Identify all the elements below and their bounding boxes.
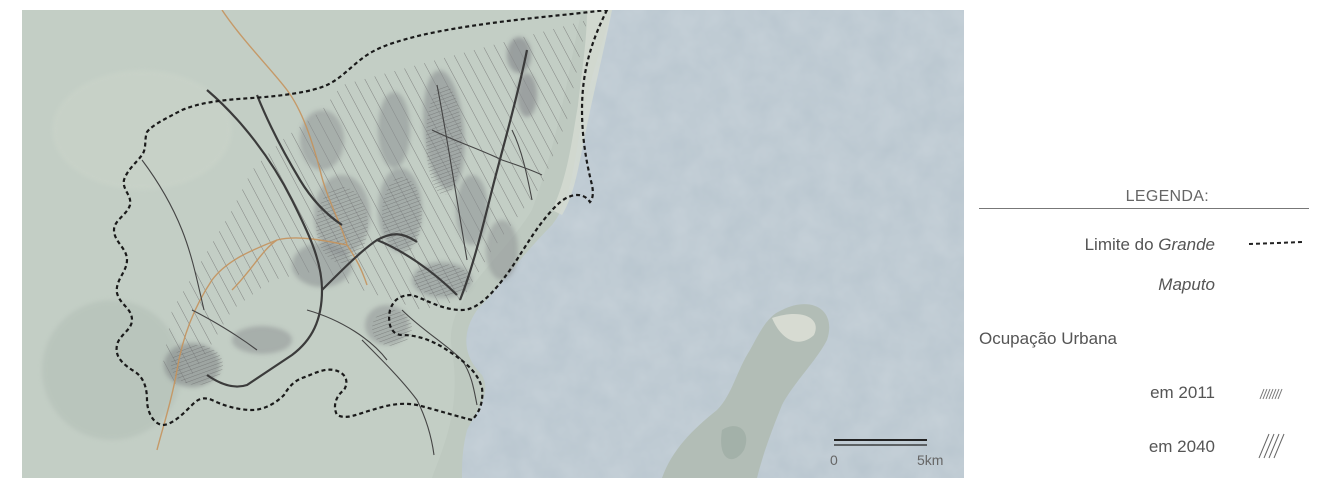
island-area — [662, 304, 830, 478]
legend-urban-heading: Ocupação Urbana — [979, 329, 1117, 348]
legend-2011-label: em 2011 — [1150, 383, 1215, 402]
legend-limit-label: Limite do Grande — [1085, 235, 1215, 255]
main-roads — [206, 49, 529, 388]
legend-divider — [979, 208, 1309, 209]
map-canvas: 0 5km — [22, 10, 964, 478]
legend-title: LEGENDA: — [1125, 188, 1209, 205]
grande-maputo-boundary — [112, 10, 609, 427]
legend-2040-label: em 2040 — [1148, 437, 1215, 456]
urban-2040-area — [162, 20, 587, 390]
legend-limit-italic-grande: Grande — [1158, 235, 1215, 254]
scale-bar: 0 5km — [830, 439, 943, 468]
scale-start-label: 0 — [830, 452, 838, 468]
map-image: 0 5km — [22, 10, 964, 478]
legend-limit-italic-maputo: Maputo — [1158, 275, 1215, 294]
secondary-roads — [156, 10, 368, 451]
dense-hatch-icon — [1259, 388, 1283, 400]
legend-panel: LEGENDA: Limite do Grande Maputo Ocupaçã… — [975, 0, 1315, 478]
legend-limit-plain: Limite do — [1084, 235, 1159, 254]
dashed-line-icon — [1248, 241, 1304, 245]
scale-end-label: 5km — [917, 452, 943, 468]
sparse-hatch-icon — [1258, 433, 1285, 459]
